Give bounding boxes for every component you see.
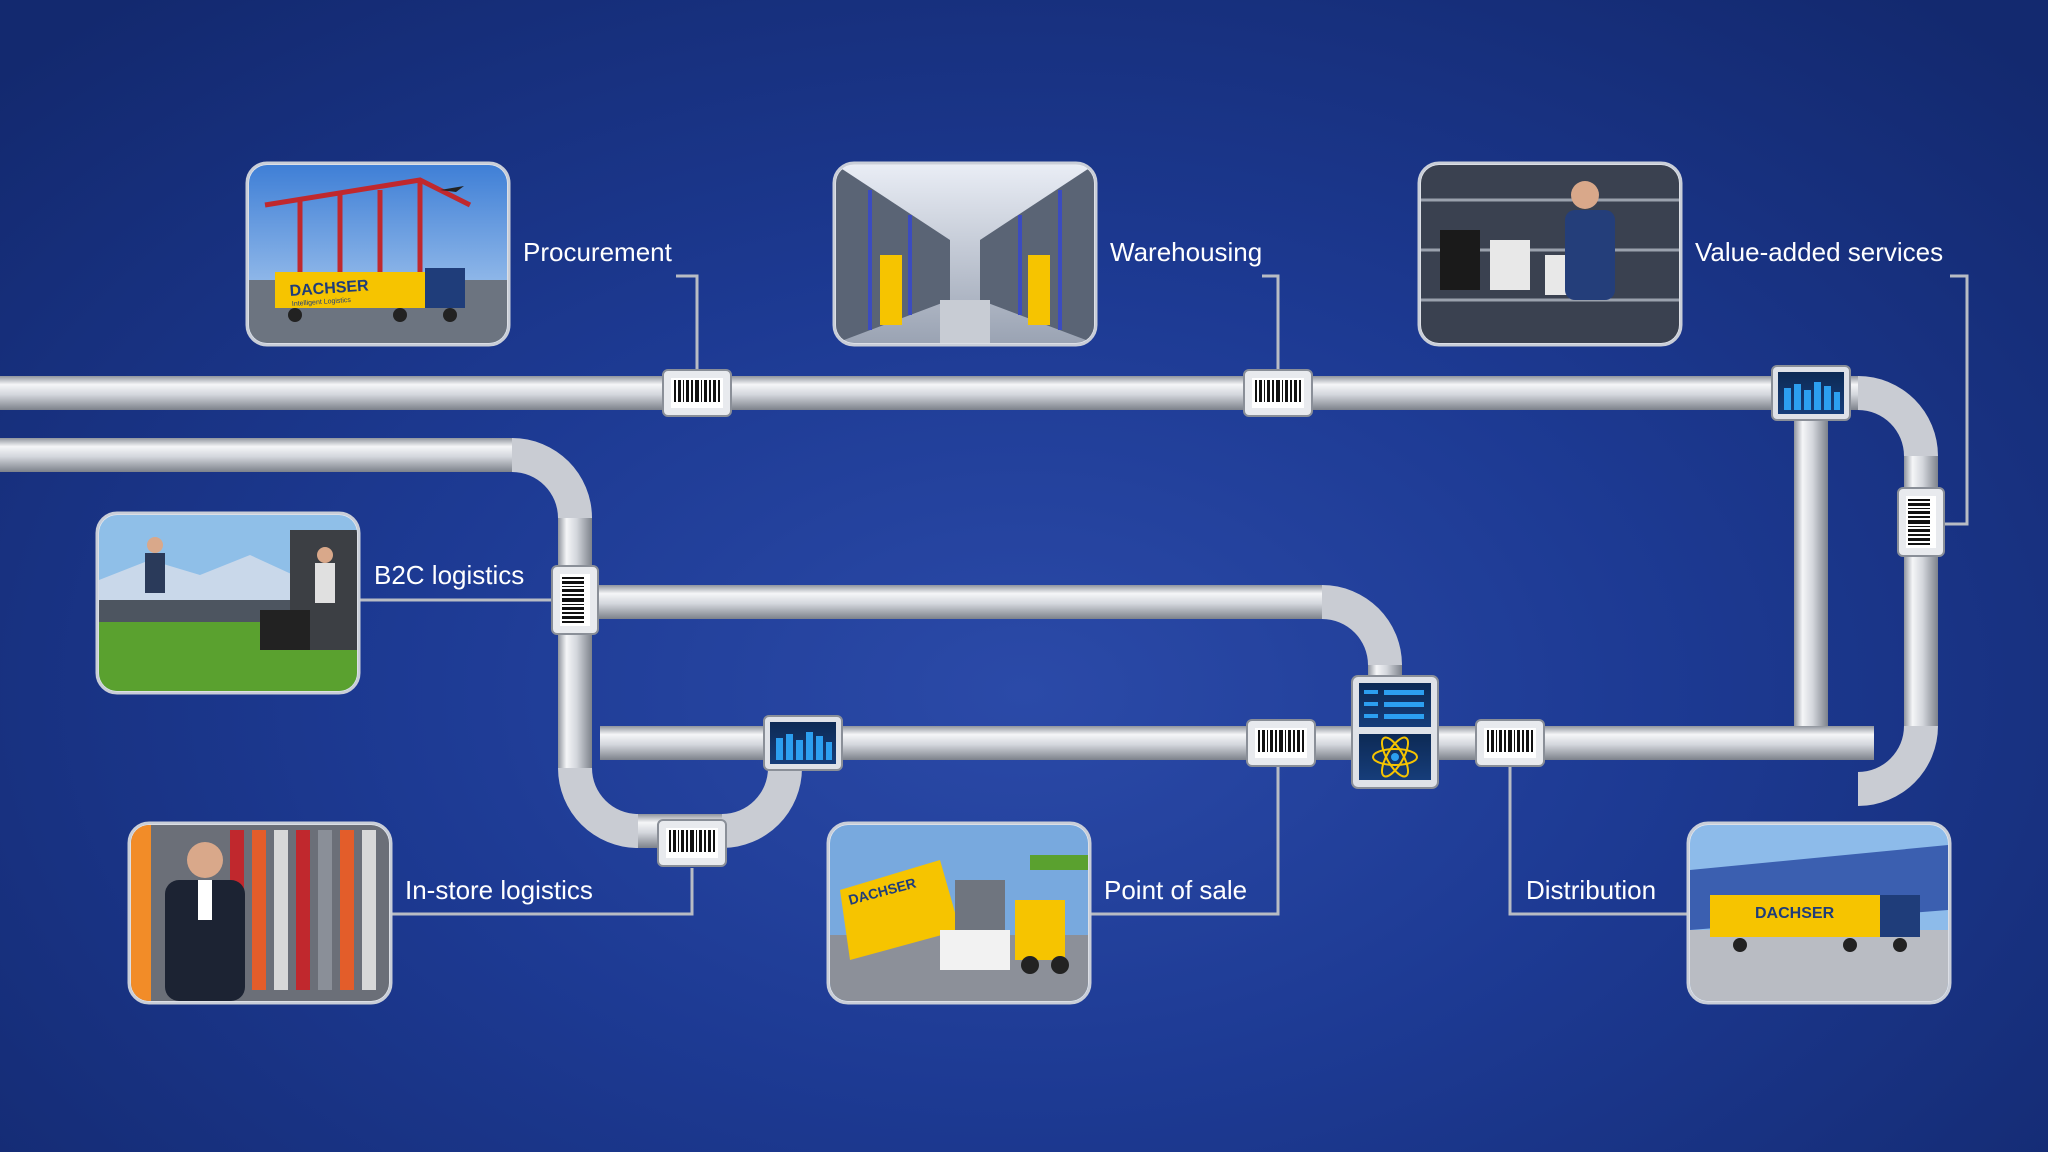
barcode-icon xyxy=(551,565,599,635)
barcode-icon xyxy=(1246,719,1316,767)
label-distribution: Distribution xyxy=(1526,875,1656,905)
label-b2c-logistics: B2C logistics xyxy=(374,560,524,590)
barcode-icon xyxy=(1897,487,1945,557)
distribution-photo xyxy=(1686,821,1952,1005)
bar-chart-icon xyxy=(1771,365,1851,421)
barcode-icon xyxy=(657,819,727,867)
brand-logo: DACHSER xyxy=(289,277,370,300)
bar-chart-icon xyxy=(763,715,843,771)
value-added-services-photo xyxy=(1417,161,1683,347)
barcode-icon xyxy=(662,369,732,417)
barcode-icon xyxy=(1243,369,1313,417)
warehousing-photo xyxy=(832,161,1098,347)
label-point-of-sale: Point of sale xyxy=(1104,875,1247,905)
label-value-added-services: Value-added services xyxy=(1695,237,1943,267)
brand-tagline: Intelligent Logistics xyxy=(292,297,352,308)
brand-logo: DACHSER xyxy=(1755,905,1835,922)
label-in-store-logistics: In-store logistics xyxy=(405,875,593,905)
leader-lines xyxy=(357,274,1969,916)
label-procurement: Procurement xyxy=(523,237,673,267)
procurement-photo xyxy=(245,161,511,347)
atom-icon xyxy=(1351,675,1439,789)
b2c-logistics-photo xyxy=(95,511,361,695)
in-store-logistics-photo xyxy=(127,821,393,1005)
barcode-icon xyxy=(1475,719,1545,767)
point-of-sale-photo xyxy=(826,821,1092,1005)
label-warehousing: Warehousing xyxy=(1110,237,1262,267)
